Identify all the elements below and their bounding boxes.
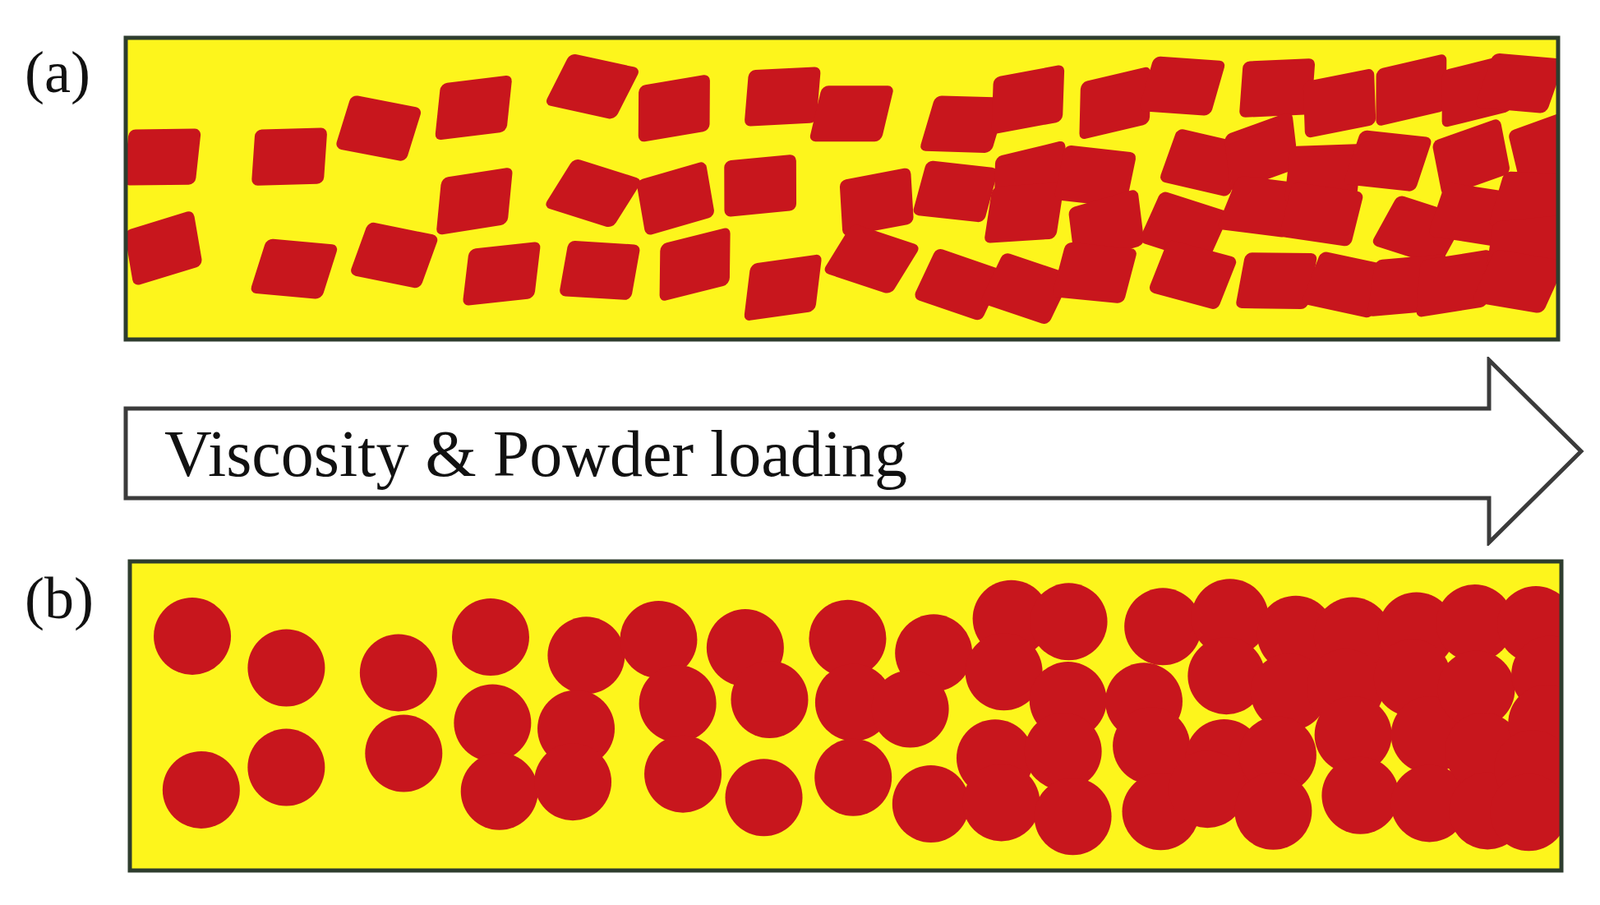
particle [349, 221, 440, 289]
particle [534, 742, 612, 821]
particle [814, 738, 892, 817]
particle [983, 182, 1065, 245]
particle [808, 85, 895, 142]
particle [743, 253, 823, 322]
particle [659, 226, 731, 303]
particle [892, 765, 970, 843]
particle [839, 166, 913, 237]
particle [1168, 750, 1246, 828]
particle [871, 670, 950, 748]
particle [434, 74, 513, 141]
panel-border [125, 37, 1559, 340]
particle [730, 660, 808, 738]
particle [636, 160, 715, 236]
particle [1470, 248, 1557, 314]
spherical-particles [153, 578, 1560, 855]
particle [1078, 65, 1151, 140]
particle [723, 154, 797, 218]
particle [1234, 772, 1312, 850]
particle [1051, 241, 1139, 304]
arrow-label: Viscosity & Powder loading [164, 420, 908, 487]
panel-border [129, 561, 1562, 871]
particle [638, 73, 711, 143]
particle [451, 598, 530, 676]
particle [162, 751, 240, 829]
binder-panel [125, 37, 1559, 340]
particle [334, 94, 423, 162]
particle [821, 223, 921, 296]
particle [359, 633, 438, 711]
panel-label: (b) [24, 568, 94, 628]
particle [153, 597, 231, 675]
particle [249, 238, 340, 300]
particle [912, 160, 1000, 223]
particle [1124, 587, 1202, 665]
particle [251, 127, 328, 186]
particle [1489, 773, 1560, 851]
particle [725, 758, 803, 836]
particle [461, 752, 539, 830]
particle [1024, 712, 1103, 790]
particle [1431, 117, 1511, 198]
particle [544, 52, 641, 120]
particle [1342, 129, 1433, 192]
particle [247, 728, 325, 807]
particle [743, 66, 821, 127]
particle [558, 239, 641, 300]
particle [436, 166, 514, 236]
particle [247, 628, 325, 706]
particle [1321, 756, 1399, 835]
particle [1375, 53, 1447, 128]
particle [1303, 68, 1377, 139]
particle [453, 683, 531, 761]
particle [364, 714, 443, 793]
particle [1030, 582, 1108, 660]
particle [547, 616, 625, 694]
particle [991, 64, 1065, 135]
particle [1147, 239, 1238, 311]
particle [1278, 181, 1365, 247]
arrow-shape [125, 359, 1582, 543]
particle [127, 209, 203, 286]
particle [1138, 55, 1227, 116]
particle [543, 157, 643, 229]
particle [127, 129, 202, 186]
particle [1474, 52, 1557, 114]
particle [1034, 777, 1112, 855]
particle [462, 241, 542, 307]
particle [639, 664, 717, 743]
irregular-particles [127, 52, 1557, 326]
particle [963, 763, 1041, 841]
trend-arrow: Viscosity & Powder loading [123, 356, 1588, 546]
binder-panel [129, 561, 1562, 871]
panel-label: (a) [24, 42, 91, 102]
particle [644, 735, 722, 813]
